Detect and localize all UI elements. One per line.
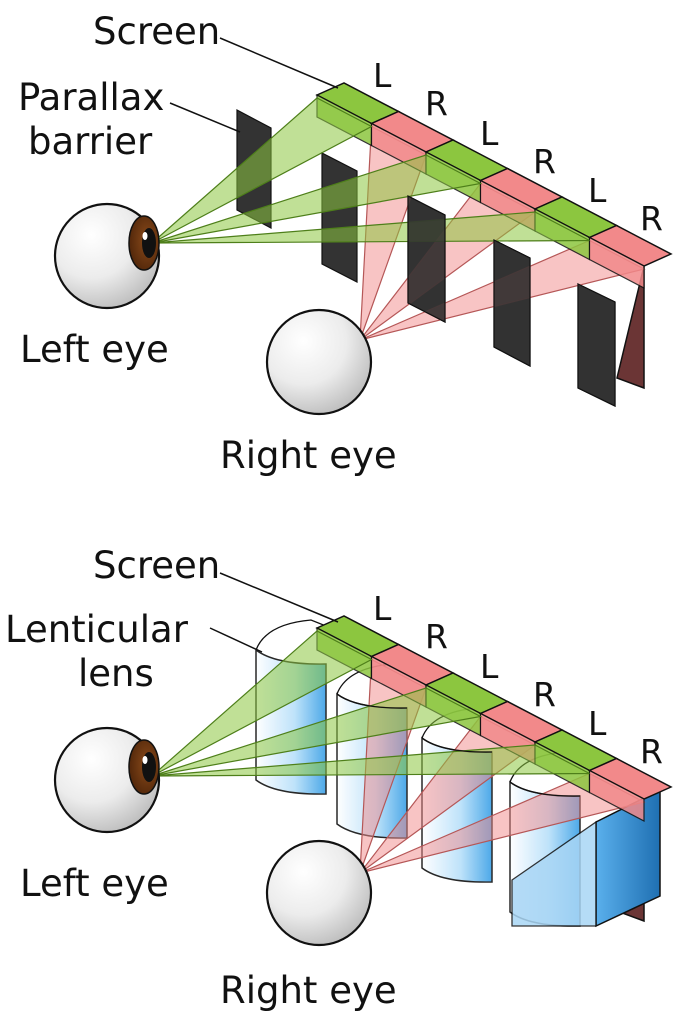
left-view-beam xyxy=(151,687,483,777)
right-eye-icon xyxy=(265,839,373,947)
right-eye-label: Right eye xyxy=(220,969,397,1012)
lens-front-arc xyxy=(509,781,581,797)
screen-label: Screen xyxy=(93,544,220,587)
parallax-label-line1: Parallax xyxy=(18,76,164,119)
left-eye-beams xyxy=(151,630,590,777)
lens-end-face xyxy=(511,820,597,927)
lens-leader-line xyxy=(209,627,263,653)
barrier-slat xyxy=(321,152,358,283)
segment-label: L xyxy=(480,647,499,686)
screen-leader-line xyxy=(219,572,339,623)
parallax-label-line2: barrier xyxy=(28,120,153,163)
screen-face-right xyxy=(588,236,645,289)
lens-front-layer xyxy=(336,693,581,797)
segment-label: L xyxy=(588,171,607,210)
segment-label: L xyxy=(588,704,607,743)
left-eye-icon xyxy=(53,202,161,310)
screen-label: Screen xyxy=(93,10,220,53)
left-view-beam xyxy=(151,630,373,777)
left-eye-icon xyxy=(53,726,161,834)
left-view-beam xyxy=(151,211,590,244)
left-eye-label: Left eye xyxy=(20,328,169,371)
segment-label: R xyxy=(640,199,663,238)
segment-label: R xyxy=(640,732,663,771)
segment-label: R xyxy=(425,617,448,656)
right-eye-icon xyxy=(265,308,373,416)
left-view-beam xyxy=(151,744,590,777)
lens-top-arc xyxy=(255,619,342,651)
lens-front-arc xyxy=(421,737,493,753)
barrier-front-layer xyxy=(407,195,616,407)
segment-label: R xyxy=(425,84,448,123)
screen-face-right xyxy=(588,769,645,822)
lens-front-arc xyxy=(336,693,408,709)
segment-label: L xyxy=(373,589,392,628)
left-eye-label: Left eye xyxy=(20,862,169,905)
segment-label: L xyxy=(480,114,499,153)
barrier-slat-front xyxy=(493,239,531,367)
lenticular-label-line1: Lenticular xyxy=(5,608,189,651)
segment-label: R xyxy=(533,675,556,714)
barrier-leader-line xyxy=(169,102,241,133)
lenticular-label-line2: lens xyxy=(78,652,154,695)
barrier-slat-front xyxy=(407,195,446,323)
screen-end-face xyxy=(616,265,645,390)
segment-label: L xyxy=(373,56,392,95)
lenticular-lens-panel: Screen Lenticular lens Left eye Right ey… xyxy=(5,544,673,1012)
parallax-barrier-panel: Screen Parallax barrier Left eye Right e… xyxy=(18,10,673,477)
screen-leader-line xyxy=(219,37,339,89)
left-eye-beams xyxy=(151,97,590,244)
left-view-beam xyxy=(151,97,373,244)
left-view-beam xyxy=(151,154,483,244)
segment-label: R xyxy=(533,142,556,181)
barrier-slat-front xyxy=(577,283,616,407)
right-eye-label: Right eye xyxy=(220,434,397,477)
